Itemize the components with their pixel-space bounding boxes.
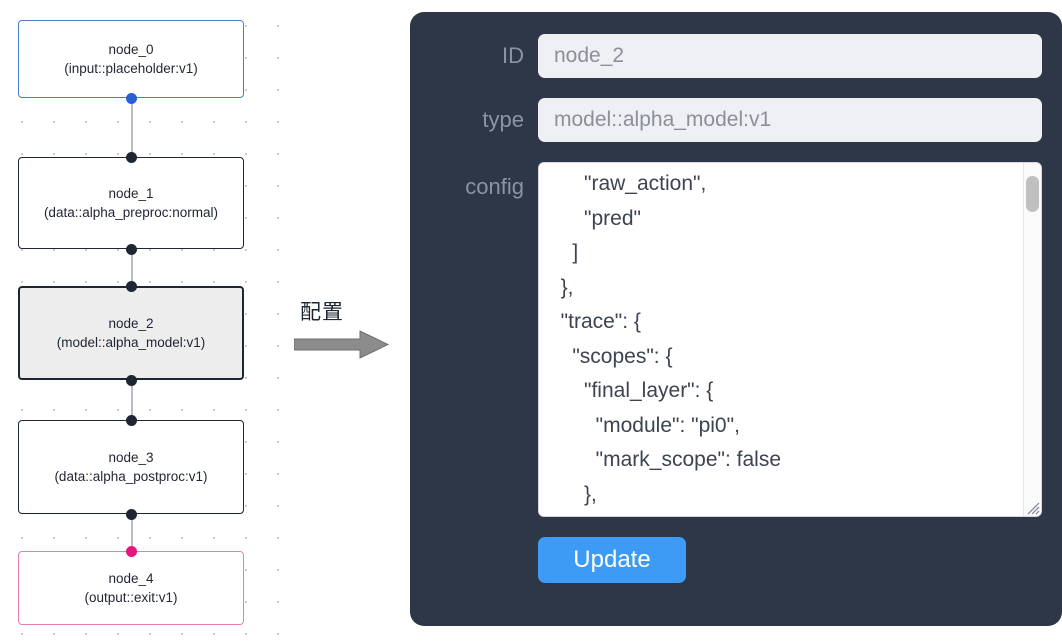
scrollbar-thumb[interactable] [1026,176,1039,212]
node-title: node_2 [108,316,154,331]
node-handle-node_2-bottom[interactable] [126,375,137,386]
edge-node1-node2[interactable] [131,249,133,286]
field-row-type: type [410,98,1042,142]
right-arrow-icon [294,330,390,359]
node-handle-node_0-bottom[interactable] [126,93,137,104]
edge-node3-node4[interactable] [131,514,133,551]
node-title: node_0 [108,42,154,57]
flow-annotation: 配置 [292,296,396,362]
id-input[interactable] [538,34,1042,78]
type-input[interactable] [538,98,1042,142]
node-type: (output::exit:v1) [84,590,178,605]
update-button[interactable]: Update [538,537,686,583]
field-row-id: ID [410,34,1042,78]
node-type: (data::alpha_postproc:v1) [54,469,208,484]
node-title: node_1 [108,186,154,201]
type-label: type [482,107,524,132]
field-row-config: config "raw_action", "pred" ] }, "trace"… [410,162,1042,517]
config-textarea[interactable]: "raw_action", "pred" ] }, "trace": { "sc… [539,163,1041,516]
node-handle-node_4-top[interactable] [126,546,137,557]
graph-node-node_0[interactable]: node_0 (input::placeholder:v1) [18,20,244,98]
node-type: (data::alpha_preproc:normal) [43,205,219,220]
node-handle-node_2-top[interactable] [126,281,137,292]
node-handle-node_3-top[interactable] [126,415,137,426]
node-handle-node_3-bottom[interactable] [126,509,137,520]
node-title: node_3 [108,450,154,465]
graph-node-node_3[interactable]: node_3 (data::alpha_postproc:v1) [18,420,244,514]
graph-node-node_4[interactable]: node_4 (output::exit:v1) [18,551,244,625]
vertical-scrollbar[interactable] [1023,163,1041,516]
node-title: node_4 [108,571,154,586]
node-type: (model::alpha_model:v1) [56,335,206,350]
node-type: (input::placeholder:v1) [64,61,198,76]
annotation-label: 配置 [300,300,344,324]
node-handle-node_1-bottom[interactable] [126,244,137,255]
resize-grip-icon[interactable] [1024,499,1040,515]
graph-node-node_2[interactable]: node_2 (model::alpha_model:v1) [18,286,244,380]
node-handle-node_1-top[interactable] [126,152,137,163]
edge-node0-node1[interactable] [131,98,133,157]
node-config-panel: ID type config "raw_action", "pred" ] },… [410,12,1062,626]
config-textarea-wrapper: "raw_action", "pred" ] }, "trace": { "sc… [538,162,1042,517]
edge-node2-node3[interactable] [131,380,133,420]
graph-node-node_1[interactable]: node_1 (data::alpha_preproc:normal) [18,157,244,249]
panel-canvas[interactable]: ID type config "raw_action", "pred" ] },… [396,0,1062,626]
config-label: config [465,174,524,199]
graph-canvas[interactable]: node_0 (input::placeholder:v1) node_1 (d… [0,0,290,643]
id-label: ID [502,43,524,68]
